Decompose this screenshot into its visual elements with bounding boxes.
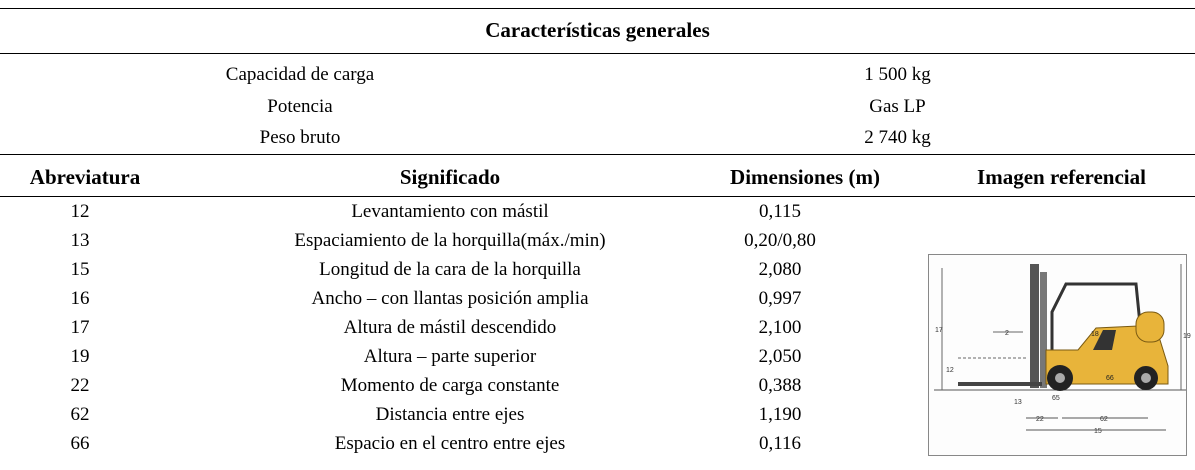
forks [958, 382, 1042, 386]
dim-19-label: 19 [1183, 333, 1191, 340]
rear-hub [1141, 373, 1151, 383]
title-rule [0, 53, 1195, 54]
header-abreviatura: Abreviatura [29, 165, 141, 189]
cell-abbr: 19 [70, 346, 90, 367]
counterweight [1135, 311, 1165, 343]
table-title: Características generales [485, 18, 710, 42]
mast-front [1040, 272, 1047, 388]
general-value: 1 500 kg [864, 64, 931, 85]
cell-dim: 0,997 [758, 288, 802, 309]
forklift-diagram: 17 19 2 18 12 13 [928, 254, 1191, 456]
cell-abbr: 17 [70, 317, 90, 338]
cell-meaning: Ancho – con llantas posición amplia [311, 288, 589, 309]
header-significado: Significado [399, 165, 501, 189]
general-label: Peso bruto [259, 127, 341, 148]
cell-meaning: Altura – parte superior [363, 346, 537, 367]
top-rule [0, 8, 1195, 9]
front-hub [1055, 373, 1065, 383]
cell-abbr: 12 [70, 201, 90, 222]
seat [1093, 330, 1116, 350]
cell-dim: 1,190 [758, 404, 802, 425]
general-label: Potencia [267, 96, 333, 117]
cell-dim: 0,116 [758, 433, 802, 454]
cell-abbr: 13 [70, 230, 90, 251]
dim-2-label: 2 [1005, 330, 1009, 337]
dim-12-label: 12 [946, 367, 954, 374]
cell-abbr: 16 [70, 288, 90, 309]
dim-22-label: 22 [1036, 416, 1044, 423]
dim-13-label: 13 [1014, 399, 1022, 406]
cell-meaning: Altura de mástil descendido [343, 317, 557, 338]
general-value: 2 740 kg [864, 127, 931, 148]
forklift-reference-image: 17 19 2 18 12 13 [928, 254, 1195, 458]
mast-rear [1030, 264, 1039, 388]
cell-abbr: 15 [70, 259, 90, 280]
dim-15-label: 15 [1094, 428, 1102, 435]
header-imagen: Imagen referencial [977, 165, 1146, 189]
cell-dim: 2,080 [758, 259, 802, 280]
dim-17-label: 17 [935, 327, 943, 334]
header-dimensiones: Dimensiones (m) [730, 165, 880, 189]
cell-abbr: 22 [70, 375, 90, 396]
dim-18-label: 18 [1091, 331, 1099, 338]
general-value: Gas LP [869, 96, 926, 117]
cell-meaning: Espaciamiento de la horquilla(máx./min) [294, 230, 606, 251]
cell-meaning: Momento de carga constante [340, 375, 560, 396]
cell-abbr: 66 [70, 433, 90, 454]
overhead-guard [1050, 282, 1142, 366]
dim-62-label: 62 [1100, 416, 1108, 423]
cell-dim: 2,050 [758, 346, 802, 367]
dim-65-label: 65 [1052, 395, 1060, 402]
header-rule [0, 196, 1195, 197]
cell-meaning: Longitud de la cara de la horquilla [319, 259, 581, 280]
cell-dim: 0,115 [758, 201, 802, 222]
cell-meaning: Distancia entre ejes [375, 404, 525, 425]
general-rule [0, 154, 1195, 155]
cell-abbr: 62 [70, 404, 90, 425]
cell-dim: 0,388 [758, 375, 802, 396]
cell-dim: 2,100 [758, 317, 802, 338]
cell-dim: 0,20/0,80 [744, 230, 816, 251]
general-label: Capacidad de carga [225, 64, 375, 85]
dim-66-label: 66 [1106, 375, 1114, 382]
cell-meaning: Levantamiento con mástil [351, 201, 549, 222]
cell-meaning: Espacio en el centro entre ejes [334, 433, 566, 454]
